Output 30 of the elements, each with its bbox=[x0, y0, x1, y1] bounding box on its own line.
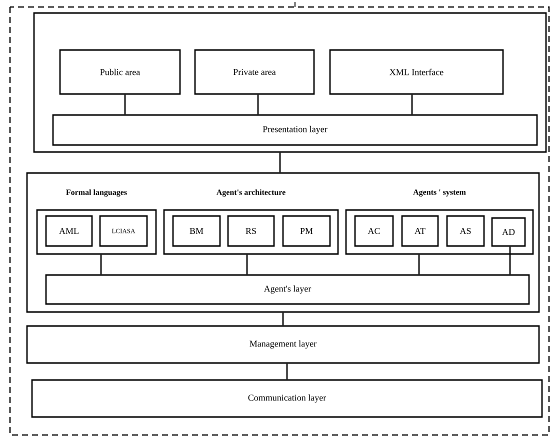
component-box: AS bbox=[446, 215, 485, 247]
component-box: AC bbox=[354, 215, 394, 247]
panel-box bbox=[26, 172, 540, 313]
connector-line bbox=[279, 152, 281, 172]
connector-line bbox=[411, 94, 413, 114]
component-box: BM bbox=[172, 215, 221, 247]
component-box: AML bbox=[45, 215, 93, 247]
panel-box bbox=[33, 12, 547, 153]
component-box: AD bbox=[491, 217, 526, 247]
component-box: Public area bbox=[59, 49, 181, 95]
component-box: Private area bbox=[194, 49, 315, 95]
component-box: RS bbox=[227, 215, 275, 247]
connector-line bbox=[282, 312, 284, 326]
component-box: AT bbox=[401, 215, 439, 247]
node-label: Agent's architecture bbox=[216, 189, 286, 197]
component-box: PM bbox=[282, 215, 331, 247]
node-label: Formal languages bbox=[66, 189, 127, 197]
connector-line bbox=[509, 246, 511, 274]
layer-box: Management layer bbox=[26, 325, 540, 364]
layer-box: Presentation layer bbox=[52, 114, 538, 146]
connector-line bbox=[124, 94, 126, 114]
layer-box: Agent's layer bbox=[45, 274, 530, 305]
connector-line bbox=[257, 94, 259, 114]
connector-line bbox=[100, 254, 102, 274]
node-label: Agents ' system bbox=[413, 189, 466, 197]
connector-line bbox=[418, 254, 420, 274]
connector-line bbox=[286, 364, 288, 380]
connector-line bbox=[246, 254, 248, 274]
component-box: XML Interface bbox=[329, 49, 504, 95]
layer-box: Communication layer bbox=[31, 379, 543, 418]
